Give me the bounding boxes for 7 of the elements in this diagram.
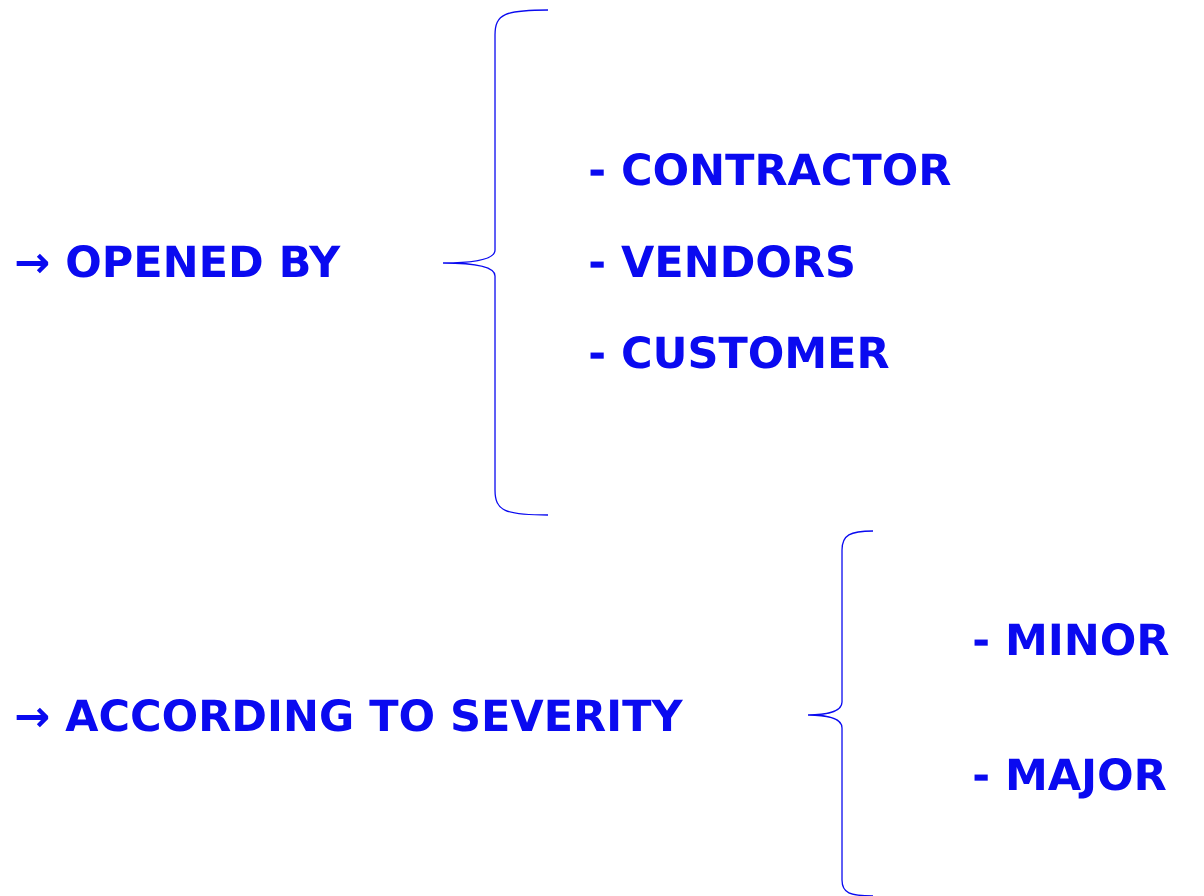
list-item: - CONTRACTOR [590, 153, 951, 186]
list-item: - MAJOR [974, 758, 1166, 799]
list-item: - CUSTOMER [590, 336, 889, 369]
list-item: → OPENED BY [16, 245, 341, 278]
list-item: - VENDORS [590, 245, 853, 278]
list-item: → ACCORDING TO SEVERITY [16, 699, 683, 732]
list-item: - MINOR [974, 623, 1169, 656]
